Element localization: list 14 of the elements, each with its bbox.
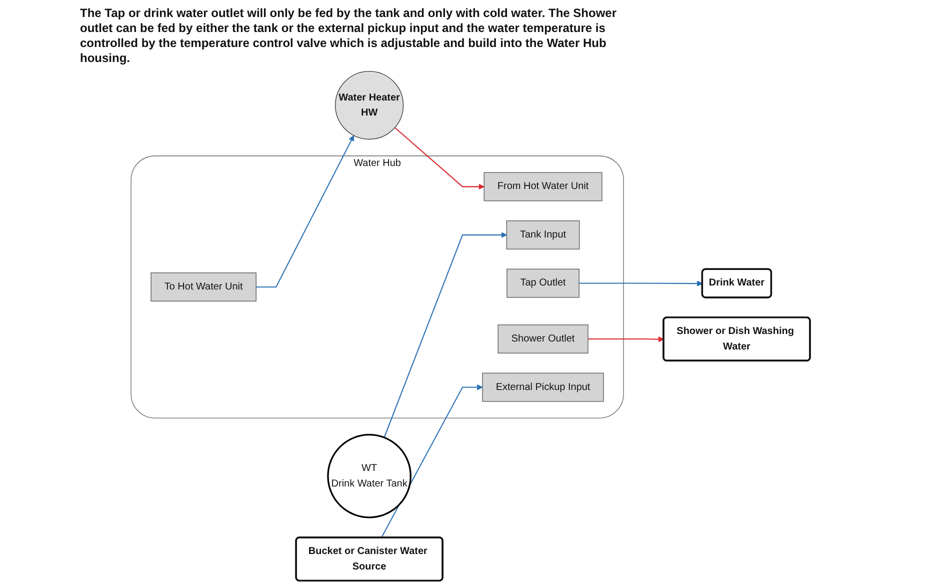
node-circle: Water Heater HW: [335, 71, 404, 140]
arrow: [384, 232, 507, 438]
arrow: [579, 280, 703, 286]
node-box: Tank Input: [506, 220, 580, 250]
node-box: From Hot Water Unit: [484, 172, 602, 202]
node-box: To Hot Water Unit: [150, 272, 256, 302]
node-box: Tap Outlet: [506, 268, 580, 298]
node-box: External Pickup Input: [482, 372, 604, 402]
node-box: Shower Outlet: [498, 324, 588, 354]
note-text: The Tap or drink water outlet will only be fed by the tank and only with cold water. The Shower outlet can be fed by either the tank or the external pickup input and the water temperature is controlled by the temperature control valve which is adjustable and build into the Water Hub housing.: [80, 6, 618, 66]
node-circle: WT Drink Water Tank: [327, 434, 412, 518]
arrow: [256, 135, 354, 288]
arrow: [588, 336, 664, 342]
arrow: [394, 127, 484, 190]
